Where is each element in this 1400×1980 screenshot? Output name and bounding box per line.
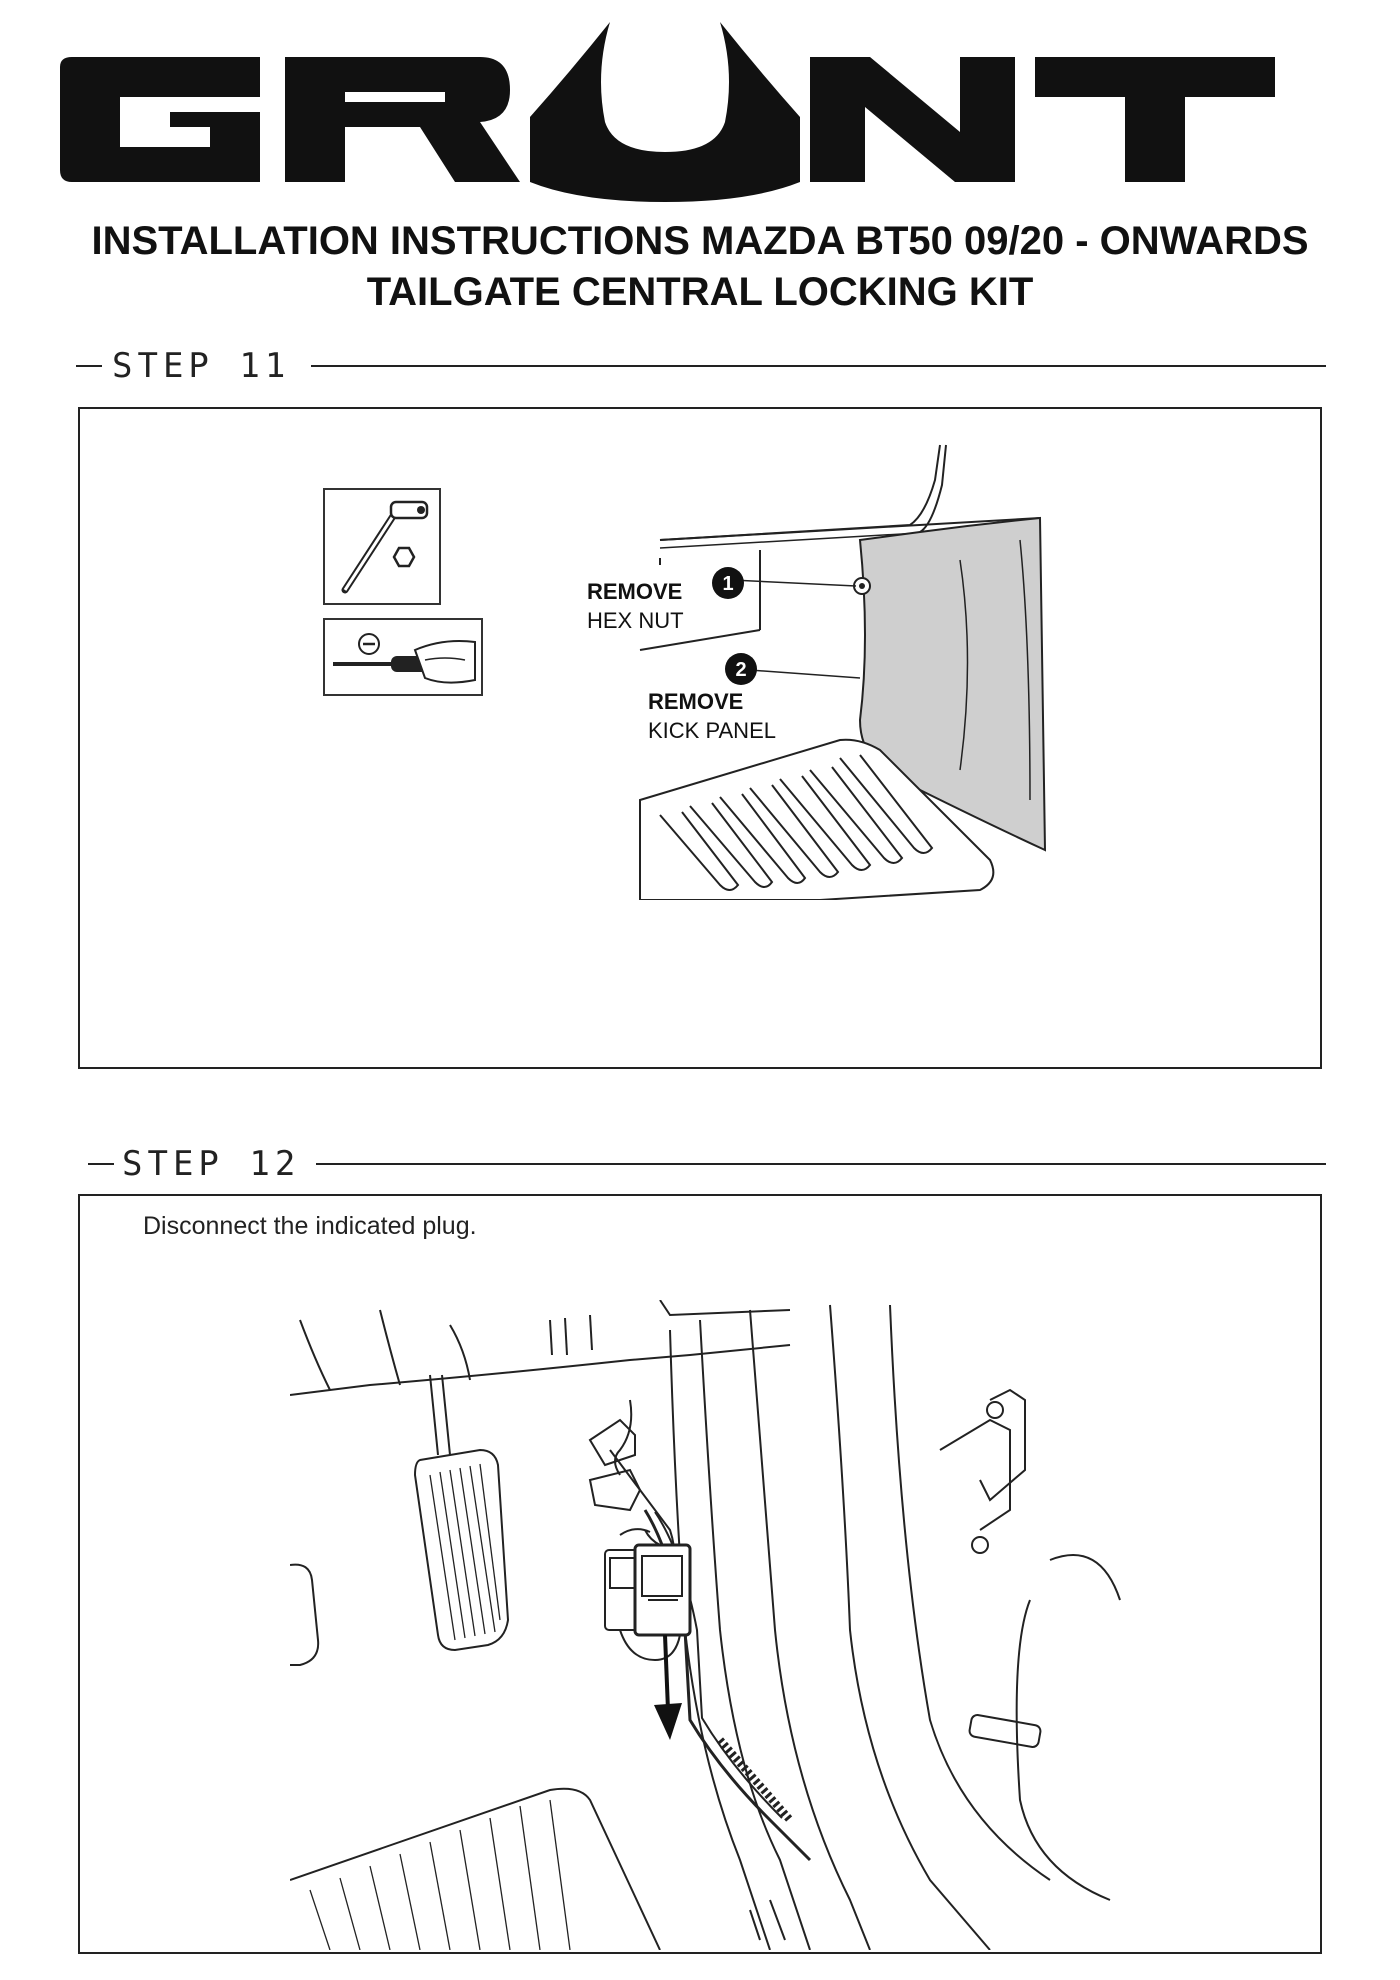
step-12-heading: STEP 12	[76, 1142, 1326, 1186]
step-11-heading: STEP 11	[76, 344, 1326, 388]
callout-1-text: REMOVE HEX NUT	[587, 577, 684, 635]
callout-2-number: 2	[735, 659, 746, 681]
callout-2-marker: 2	[725, 653, 757, 685]
socket-wrench-icon	[323, 488, 441, 605]
callout-2-action: REMOVE	[648, 689, 744, 714]
step-label: STEP 11	[112, 346, 291, 386]
kick-panel-illustration	[639, 444, 1047, 900]
callout-1-marker: 1	[712, 567, 744, 599]
step-11-panel	[78, 407, 1322, 1069]
callout-2-text: REMOVE KICK PANEL	[648, 687, 776, 745]
footwell-plug-illustration	[290, 1300, 1121, 1950]
callout-2-part: KICK PANEL	[648, 718, 776, 743]
step-12-description: Disconnect the indicated plug.	[143, 1212, 477, 1240]
heading-rule	[316, 1163, 1326, 1165]
step-label: STEP 12	[122, 1144, 301, 1184]
callout-1-number: 1	[722, 573, 733, 595]
heading-dash	[88, 1163, 114, 1165]
heading-rule	[311, 365, 1326, 367]
grunt-logo	[60, 22, 1275, 202]
callout-1-part: HEX NUT	[587, 608, 684, 633]
flat-screwdriver-icon	[323, 618, 483, 696]
page-title-line2: TAILGATE CENTRAL LOCKING KIT	[366, 270, 1034, 314]
heading-dash	[76, 365, 102, 367]
down-arrow-icon	[654, 1634, 682, 1740]
page-title-line1: INSTALLATION INSTRUCTIONS MAZDA BT50 09/…	[91, 219, 1309, 263]
callout-1-action: REMOVE	[587, 579, 683, 604]
